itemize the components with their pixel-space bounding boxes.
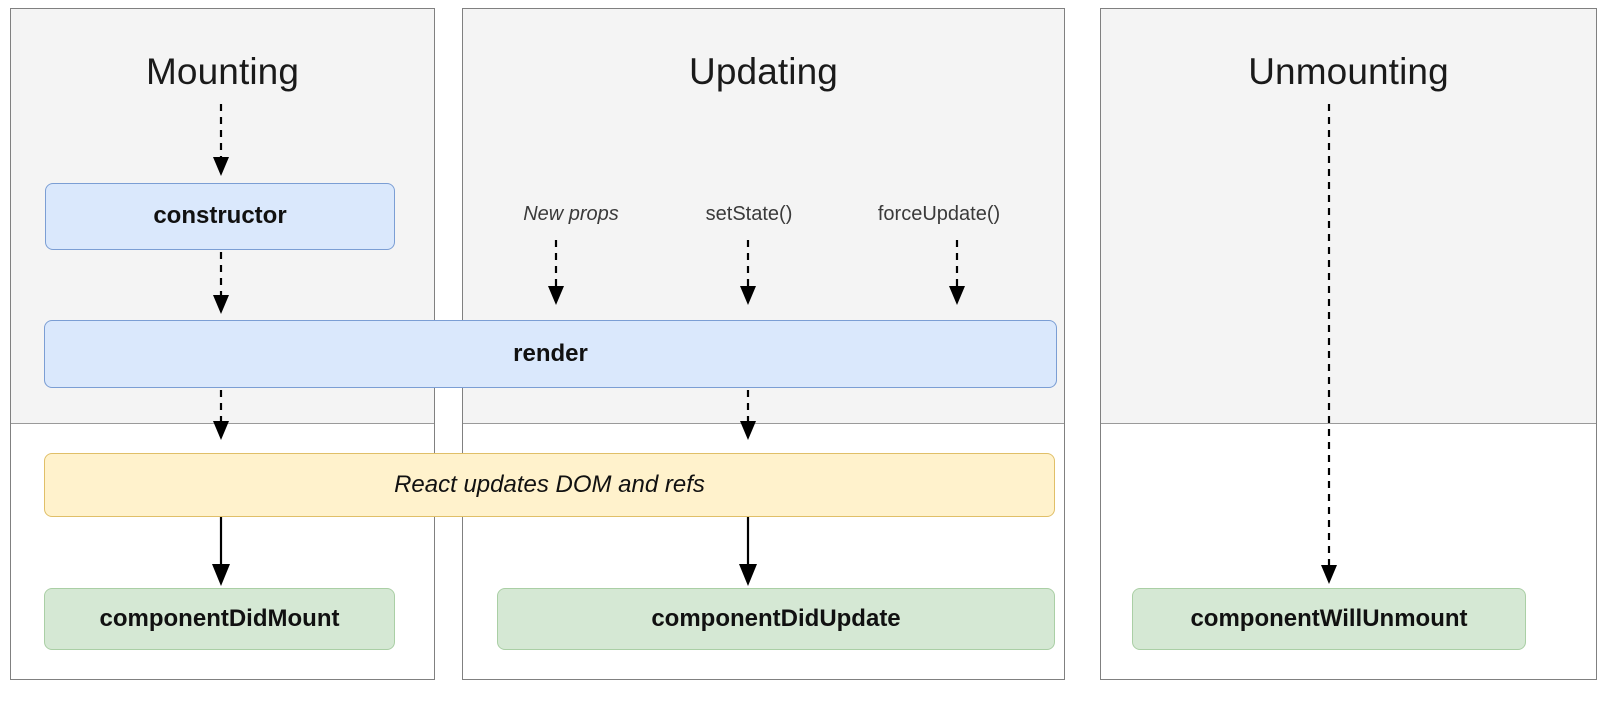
column-title-unmounting: Unmounting <box>1248 51 1449 92</box>
trigger-label-force-update: forceUpdate() <box>877 203 1001 225</box>
lifecycle-node-component-will-unmount[interactable]: componentWillUnmount <box>1132 588 1526 650</box>
phase-panel-unmounting: Unmounting <box>1100 8 1597 680</box>
trigger-label-new-props: New props <box>523 203 619 225</box>
render-phase-region-unmounting <box>1101 9 1596 424</box>
lifecycle-node-component-did-update[interactable]: componentDidUpdate <box>497 588 1055 650</box>
lifecycle-node-render[interactable]: render <box>44 320 1057 388</box>
column-title-mounting: Mounting <box>145 51 299 92</box>
lifecycle-node-component-did-mount[interactable]: componentDidMount <box>44 588 395 650</box>
react-internal-node-updates-dom-and-refs[interactable]: React updates DOM and refs <box>44 453 1055 517</box>
lifecycle-node-constructor[interactable]: constructor <box>45 183 395 250</box>
column-title-updating: Updating <box>689 51 838 92</box>
trigger-label-set-state: setState() <box>705 203 793 225</box>
